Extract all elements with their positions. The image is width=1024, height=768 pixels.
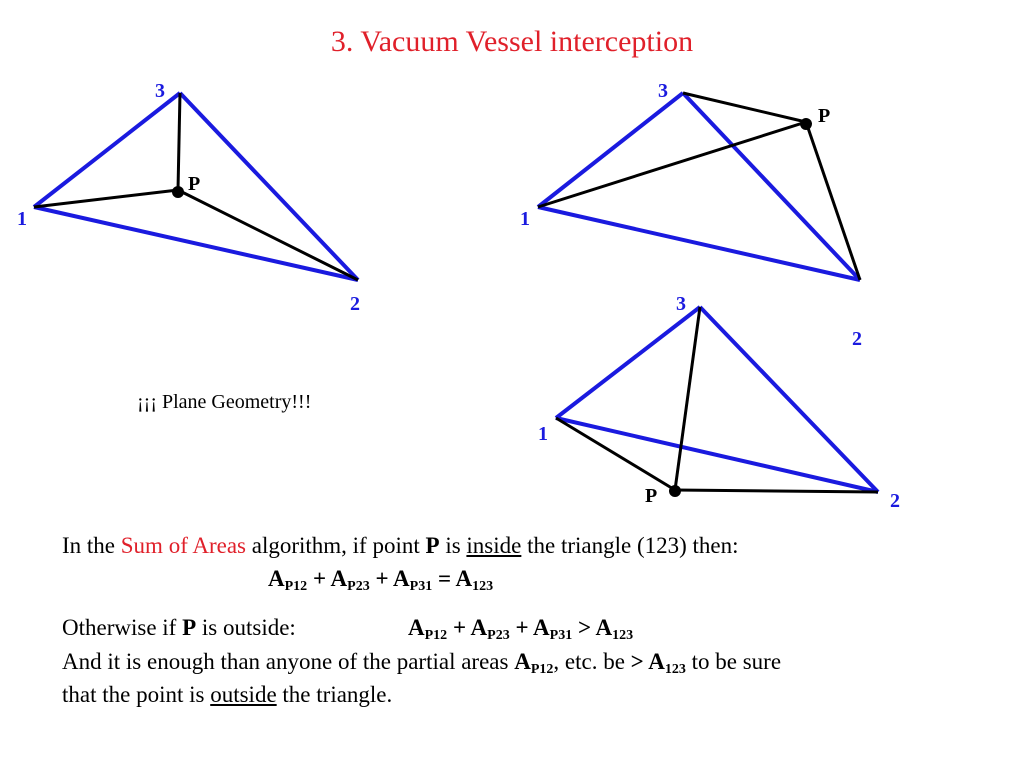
- vertex-label-3: 3: [155, 80, 165, 102]
- diagram-outside-bottom: 1 3 2 P: [538, 293, 900, 512]
- eq-term: > A: [572, 615, 613, 640]
- vertex-label-1: 1: [520, 208, 530, 230]
- edge-3-2: [681, 91, 862, 282]
- line-outside-condition: Otherwise if P is outside:: [62, 612, 296, 644]
- eq-term: = A: [432, 566, 473, 591]
- edge-3-2: [698, 305, 880, 494]
- line-partial-areas: And it is enough than anyone of the part…: [62, 646, 781, 678]
- text-fragment: , etc. be: [553, 649, 631, 674]
- connector-p-3: [673, 306, 702, 491]
- text-fragment: that the point is: [62, 682, 211, 707]
- connector-p-1: [33, 188, 179, 209]
- edge-1-3: [554, 305, 702, 420]
- point-label-p: P: [818, 105, 830, 127]
- diagram-inside: 1 3 2 P: [17, 80, 360, 315]
- eq-subscript: P12: [284, 579, 308, 594]
- equation-equal: AP12 + AP23 + AP31 = A123: [268, 563, 493, 595]
- inside-underlined: inside: [466, 533, 522, 558]
- line-outside-conclusion: that the point is outside the triangle.: [62, 679, 392, 711]
- eq-subscript: 123: [612, 628, 634, 643]
- eq-term: > A: [630, 649, 665, 674]
- outside-underlined: outside: [210, 682, 277, 707]
- text-fragment: algorithm, if point: [245, 533, 426, 558]
- plane-geometry-caption: ¡¡¡ Plane Geometry!!!: [137, 391, 312, 413]
- eq-subscript: P12: [424, 628, 448, 643]
- text-fragment: the triangle (123) then:: [521, 533, 739, 558]
- connector-p-2: [177, 188, 359, 282]
- text-fragment: Otherwise if: [62, 615, 183, 640]
- equation-greater: AP12 + AP23 + AP31 > A123: [408, 612, 633, 644]
- text-fragment: is outside:: [196, 615, 296, 640]
- point-p-bold: P: [182, 615, 197, 640]
- point-label-p: P: [645, 485, 657, 507]
- connector-p-2: [674, 488, 879, 494]
- eq-term: + A: [307, 566, 348, 591]
- text-fragment: to be sure: [685, 649, 782, 674]
- eq-term: A: [408, 615, 425, 640]
- vertex-label-3: 3: [676, 293, 686, 315]
- vertex-label-1: 1: [538, 423, 548, 445]
- eq-subscript: P31: [409, 579, 433, 594]
- text-fragment: In the: [62, 533, 121, 558]
- eq-term: + A: [509, 615, 550, 640]
- point-p: [669, 485, 681, 497]
- eq-subscript: 123: [664, 662, 686, 677]
- vertex-label-3: 3: [658, 80, 668, 102]
- eq-term: + A: [447, 615, 488, 640]
- vertex-label-2: 2: [350, 293, 360, 315]
- line-inside-condition: In the Sum of Areas algorithm, if point …: [62, 530, 739, 562]
- eq-term: + A: [369, 566, 410, 591]
- point-p: [800, 118, 812, 130]
- point-label-p: P: [188, 173, 200, 195]
- eq-subscript: P23: [347, 579, 370, 594]
- vertex-label-2: 2: [890, 490, 900, 512]
- connector-p-3: [682, 91, 807, 124]
- edge-1-2: [555, 416, 879, 494]
- eq-subscript: P12: [530, 662, 554, 677]
- sum-of-areas-highlight: Sum of Areas: [120, 533, 246, 558]
- vertex-label-1: 1: [17, 208, 27, 230]
- diagram-outside-top: 1 3 2 P: [520, 80, 862, 350]
- point-p: [172, 186, 184, 198]
- eq-subscript: P31: [549, 628, 573, 643]
- point-p-bold: P: [425, 533, 440, 558]
- eq-term: A: [514, 649, 531, 674]
- eq-subscript: P23: [487, 628, 510, 643]
- eq-subscript: 123: [472, 579, 494, 594]
- connector-p-1: [555, 416, 676, 492]
- text-fragment: the triangle.: [276, 682, 393, 707]
- text-fragment: is: [439, 533, 467, 558]
- edge-1-2: [537, 205, 861, 282]
- edge-1-2: [33, 205, 359, 282]
- connector-p-2: [804, 121, 862, 281]
- connector-p-1: [537, 120, 807, 209]
- text-fragment: And it is enough than anyone of the part…: [62, 649, 515, 674]
- vertex-label-2: 2: [852, 328, 862, 350]
- edge-1-3: [32, 91, 182, 209]
- eq-term: A: [268, 566, 285, 591]
- edge-1-3: [536, 91, 685, 209]
- edge-3-2: [178, 91, 360, 282]
- connector-p-3: [176, 92, 182, 191]
- slide-title: 3. Vacuum Vessel interception: [330, 25, 694, 58]
